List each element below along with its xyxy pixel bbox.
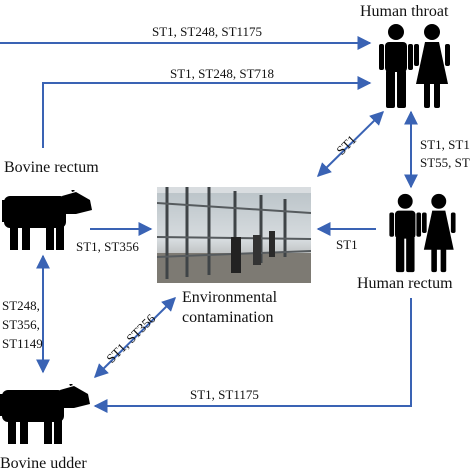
node-bovine-rectum: Bovine rectum — [4, 159, 99, 176]
cow-icon — [0, 384, 90, 444]
man-woman-icon — [389, 193, 456, 273]
label-bovine-rectum-udder-2: ST356, — [2, 317, 40, 332]
label-human-rectum-to-udder: ST1, ST1175 — [190, 387, 259, 402]
arrow-rectum-to-throat — [42, 76, 372, 148]
man-woman-icon — [379, 24, 450, 108]
node-bovine-udder: Bovine udder — [0, 455, 87, 472]
label-bovine-rectum-udder-1: ST248, — [2, 298, 40, 313]
cow-icon — [2, 190, 92, 250]
arrow-human-rectum-to-udder — [93, 298, 412, 413]
label-human-rectum-to-env: ST1 — [336, 237, 358, 252]
arrow-throat-env — [317, 111, 384, 177]
label-throat-human-rectum-2-text: ST55, ST — [420, 155, 470, 170]
label-top-to-throat: ST1, ST248, ST1175 — [152, 24, 263, 39]
label-throat-human-rectum-1: ST1, ST1 — [420, 137, 470, 152]
node-human-throat: Human throat — [360, 3, 449, 20]
label-throat-human-rectum-2: ST55, ST — [420, 156, 470, 169]
node-environment-line1: Environmental — [182, 289, 278, 306]
node-human-rectum: Human rectum — [357, 275, 453, 292]
node-environment-line2: contamination — [182, 309, 274, 326]
barn-photo — [157, 187, 311, 283]
label-rectum-to-env: ST1, ST356 — [76, 239, 139, 254]
label-bovine-rectum-udder-3: ST1149 — [2, 336, 43, 351]
label-bovine-rectum-udder: ST248, ST356, ST1149 — [2, 296, 43, 353]
label-rectum-to-throat: ST1, ST248, ST718 — [170, 66, 275, 81]
arrow-env-udder — [94, 297, 176, 378]
